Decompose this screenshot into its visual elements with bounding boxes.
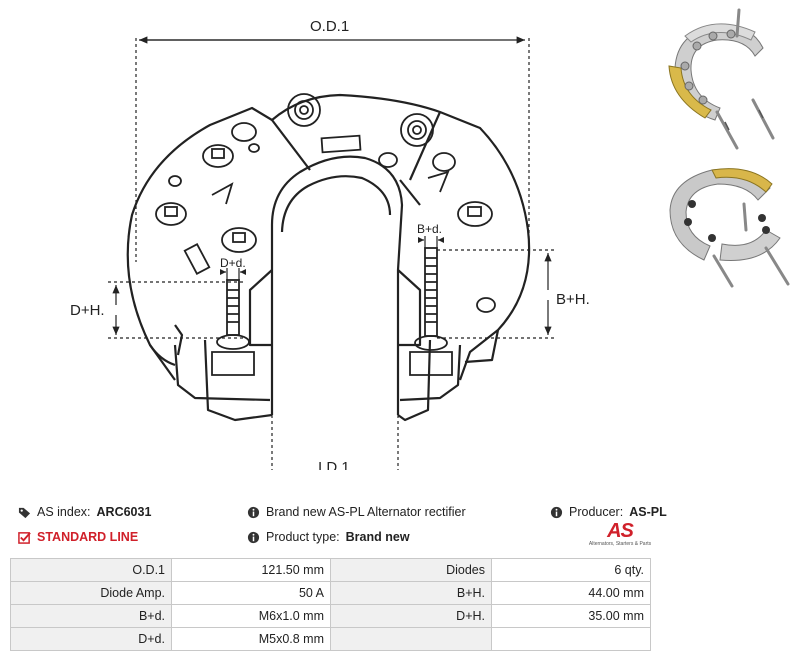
spec-value: 50 A — [171, 581, 331, 605]
spec-value: M6x1.0 mm — [171, 604, 331, 628]
product-photo-bottom — [669, 168, 790, 288]
technical-drawing: O.D.1 I.D.1 D+H. B+H. B+d. D+d. — [70, 18, 590, 470]
producer-label: Producer: — [569, 505, 624, 519]
spec-table: O.D.1 121.50 mm Diodes 6 qty. Diode Amp.… — [10, 558, 651, 651]
spec-label: D+H. — [330, 604, 492, 628]
producer-row: Producer: AS-PL — [550, 505, 667, 519]
as-pl-logo: AS Alternators, Starters & Parts — [585, 521, 655, 548]
as-index-value: ARC6031 — [96, 505, 152, 519]
standard-line-row: STANDARD LINE — [18, 530, 138, 544]
description-row: Brand new AS-PL Alternator rectifier — [247, 505, 466, 519]
product-photo-top — [668, 8, 775, 150]
dh-dimension-label: D+H. — [70, 302, 105, 319]
spec-label: Diode Amp. — [10, 581, 172, 605]
info-circle-icon — [247, 531, 260, 543]
spec-label: D+d. — [10, 627, 172, 651]
product-type-row: Product type: Brand new — [247, 530, 410, 544]
description-text: Brand new AS-PL Alternator rectifier — [266, 505, 466, 519]
bd-dimension-label: B+d. — [417, 222, 442, 236]
spec-value: 35.00 mm — [491, 604, 651, 628]
spec-value: 121.50 mm — [171, 558, 331, 582]
as-index-label: AS index: — [37, 505, 91, 519]
id-dimension-label: I.D.1 — [318, 459, 350, 470]
table-row: D+d. M5x0.8 mm — [10, 627, 651, 651]
product-info: AS index: ARC6031 STANDARD LINE Brand ne… — [18, 500, 798, 560]
spec-label: B+H. — [330, 581, 492, 605]
spec-label: B+d. — [10, 604, 172, 628]
spec-value: 44.00 mm — [491, 581, 651, 605]
producer-value: AS-PL — [629, 505, 667, 519]
od-dimension-label: O.D.1 — [310, 18, 349, 35]
spec-label: O.D.1 — [10, 558, 172, 582]
spec-value: M5x0.8 mm — [171, 627, 331, 651]
spec-value — [491, 627, 651, 651]
spec-label — [330, 627, 492, 651]
table-row: B+d. M6x1.0 mm D+H. 35.00 mm — [10, 604, 651, 628]
table-row: Diode Amp. 50 A B+H. 44.00 mm — [10, 581, 651, 605]
logo-tagline: Alternators, Starters & Parts — [588, 541, 652, 547]
product-type-value: Brand new — [345, 530, 410, 544]
spec-value: 6 qty. — [491, 558, 651, 582]
logo-mark: AS — [607, 520, 634, 542]
spec-label: Diodes — [330, 558, 492, 582]
table-row: O.D.1 121.50 mm Diodes 6 qty. — [10, 558, 651, 582]
tag-icon — [18, 507, 31, 518]
info-circle-icon — [550, 506, 563, 518]
info-circle-icon — [247, 506, 260, 518]
product-type-label: Product type: — [266, 530, 340, 544]
standard-line-label: STANDARD LINE — [37, 530, 139, 544]
as-index-row: AS index: ARC6031 — [18, 505, 151, 519]
check-square-icon — [18, 531, 31, 544]
dd-dimension-label: D+d. — [220, 256, 246, 270]
dimension-lines — [108, 36, 555, 470]
rectifier-details — [155, 93, 496, 376]
bh-dimension-label: B+H. — [556, 291, 590, 308]
